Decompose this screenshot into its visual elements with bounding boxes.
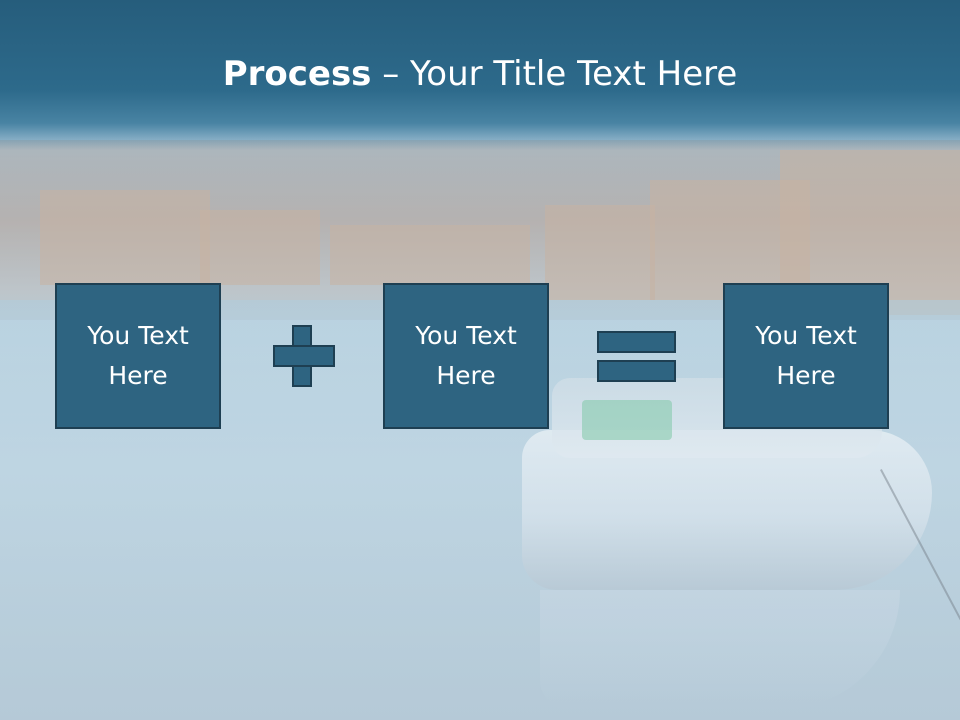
title-text: – Your Title Text Here: [371, 54, 738, 94]
process-box-3-label: You Text Here: [755, 321, 857, 390]
process-box-3[interactable]: You Text Here: [723, 283, 889, 429]
boat-seat: [582, 400, 672, 440]
title-bar: [0, 0, 960, 150]
boat-reflection: [540, 590, 900, 710]
title-bold: Process: [222, 54, 372, 94]
slide-title[interactable]: Process – Your Title Text Here: [0, 52, 960, 96]
process-box-2-label: You Text Here: [415, 321, 517, 390]
background-building: [330, 225, 530, 285]
background-building: [545, 205, 655, 300]
background-building: [40, 190, 210, 285]
process-box-1[interactable]: You Text Here: [55, 283, 221, 429]
background-building: [200, 210, 320, 285]
process-box-1-label: You Text Here: [87, 321, 189, 390]
process-box-2[interactable]: You Text Here: [383, 283, 549, 429]
